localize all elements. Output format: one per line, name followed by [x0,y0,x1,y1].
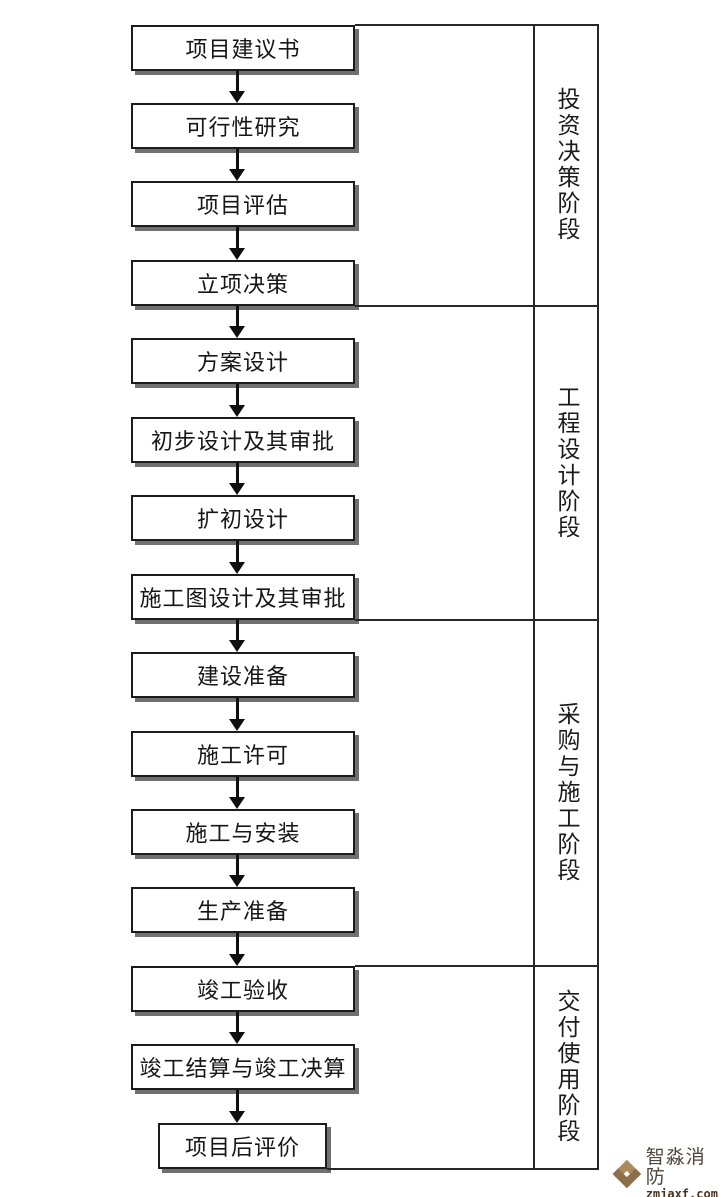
phase-label: 工程设计阶段 [554,384,579,541]
flow-arrow-line [235,148,239,170]
flow-step-label: 项目评估 [196,193,289,219]
flow-arrow-line [235,933,239,954]
flow-step-label: 竣工验收 [196,977,289,1003]
flow-step-label: 方案设计 [196,350,289,376]
flow-step-box: 生产准备 [131,887,355,934]
flow-arrow-line [235,1011,239,1033]
flow-arrow-head-icon [229,1110,245,1123]
flow-arrow-head-icon [229,404,245,417]
flow-arrow-head-icon [229,875,245,888]
flow-step-box: 初步设计及其审批 [131,416,355,463]
flow-step-label: 施工图设计及其审批 [139,585,347,611]
flow-arrow-line [235,776,239,797]
flow-step-label: 可行性研究 [185,114,301,140]
phase-divider-line [355,964,599,967]
flow-step-label: 初步设计及其审批 [150,428,335,454]
brand-watermark: 智淼消防 zmjaxf.com [611,1148,720,1197]
flow-arrow-head-icon [229,718,245,731]
flow-arrow-head-icon [229,561,245,574]
flow-step-box: 项目评估 [131,181,355,228]
flow-step-box: 项目建议书 [131,24,355,71]
phase-label: 交付使用阶段 [554,989,579,1146]
flow-arrow-head-icon [229,1032,245,1045]
brand-text-block: 智淼消防 zmjaxf.com [646,1148,720,1197]
flow-step-label: 施工许可 [196,742,289,768]
flow-step-label: 建设准备 [196,664,289,690]
flow-arrow-line [235,619,239,641]
phase-divider-line [327,1167,599,1170]
flow-step-box: 可行性研究 [131,102,355,149]
flow-arrow-head-icon [229,326,245,339]
flow-arrow-line [235,384,239,405]
flow-step-box: 竣工结算与竣工决算 [131,1044,355,1091]
phase-divider-line [355,23,599,26]
flow-step-label: 扩初设计 [196,507,289,533]
flow-arrow-head-icon [229,90,245,103]
brand-domain: zmjaxf.com [645,1186,718,1197]
flow-arrow-head-icon [229,247,245,260]
flow-step-box: 立项决策 [131,259,355,306]
flow-step-box: 施工图设计及其审批 [131,573,355,620]
flow-arrow-head-icon [229,169,245,182]
flow-arrow-line [235,1090,239,1111]
flow-step-label: 竣工结算与竣工决算 [139,1056,347,1082]
flow-step-box: 施工与安装 [131,809,355,855]
flow-arrow-head-icon [229,797,245,809]
flow-step-box: 施工许可 [131,730,355,777]
flow-step-label: 生产准备 [196,899,289,925]
flow-arrow-line [235,227,239,248]
flow-step-box: 竣工验收 [131,965,355,1012]
phase-label: 采购与施工阶段 [554,701,579,884]
phase-label: 投资决策阶段 [554,87,579,244]
flow-step-box: 扩初设计 [131,495,355,542]
flow-arrow-head-icon [229,483,245,496]
flow-step-box: 建设准备 [131,652,355,699]
flow-step-label: 立项决策 [196,271,289,297]
flow-arrow-line [235,541,239,562]
flow-arrow-line [235,70,239,91]
flow-arrow-line [235,462,239,484]
flow-arrow-line [235,855,239,876]
flow-step-box: 方案设计 [131,338,355,385]
brand-name: 智淼消防 [645,1147,706,1188]
phase-column-border-left [533,23,535,1170]
flow-step-box: 项目后评价 [158,1122,327,1169]
flow-arrow-line [235,305,239,327]
flow-arrow-head-icon [229,640,245,653]
phase-column-border-right [597,23,599,1170]
flow-arrow-line [235,698,239,719]
brand-logo-icon [612,1159,642,1189]
flow-arrow-head-icon [229,953,245,966]
flow-step-label: 项目建议书 [185,36,301,62]
phase-divider-line [355,618,599,621]
phase-divider-line [355,304,599,307]
flow-step-label: 项目后评价 [184,1134,300,1160]
flow-step-label: 施工与安装 [185,821,301,846]
